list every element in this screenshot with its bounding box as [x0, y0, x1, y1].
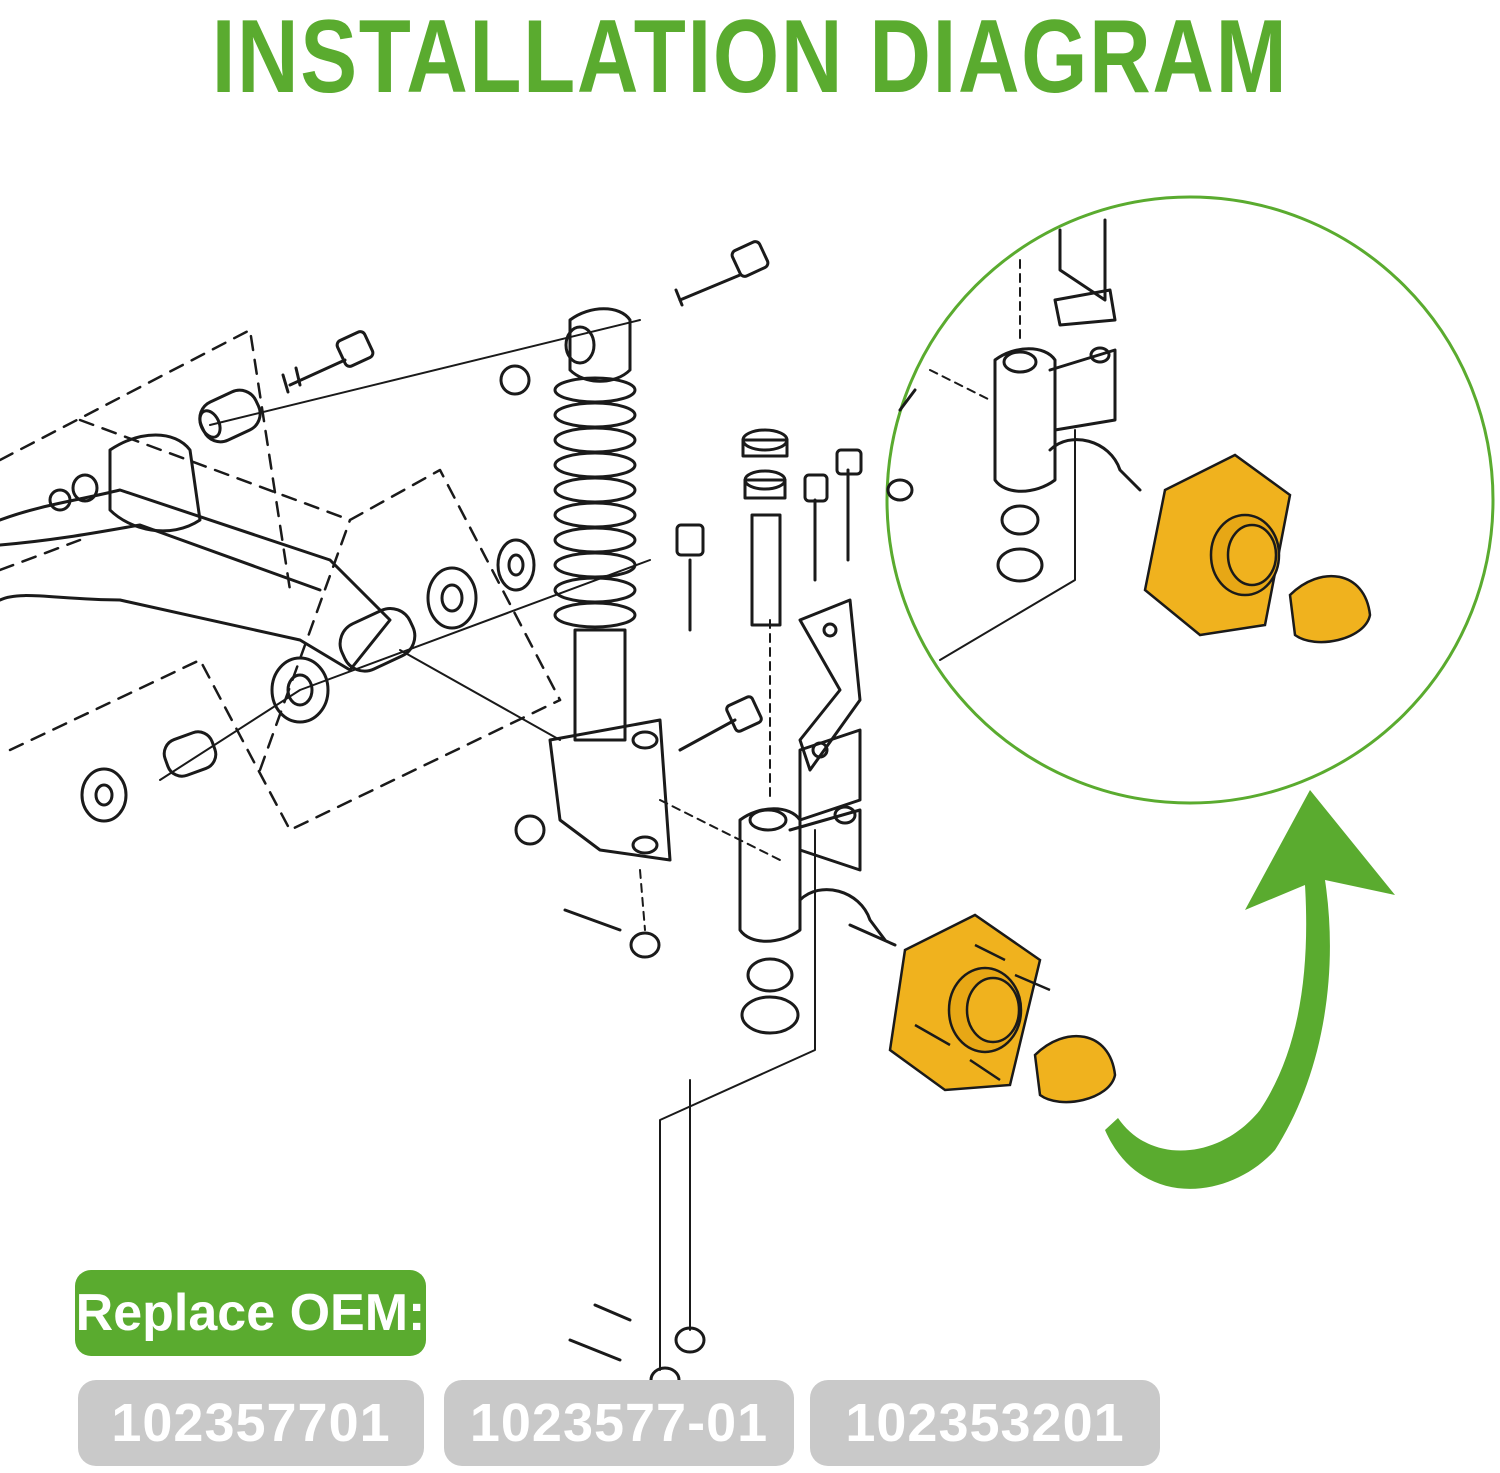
replace-oem-label: Replace OEM:	[75, 1270, 426, 1356]
curved-arrow-icon	[1105, 790, 1395, 1189]
magnify-circle	[885, 195, 1495, 805]
wheel-hub-highlight	[888, 913, 1117, 1104]
page-title: INSTALLATION DIAGRAM	[211, 0, 1289, 115]
line-art	[0, 240, 897, 1394]
oem-part-number-1: 102357701	[78, 1380, 424, 1466]
oem-part-number-2: 1023577-01	[444, 1380, 794, 1466]
oem-part-number-3: 102353201	[810, 1380, 1160, 1466]
